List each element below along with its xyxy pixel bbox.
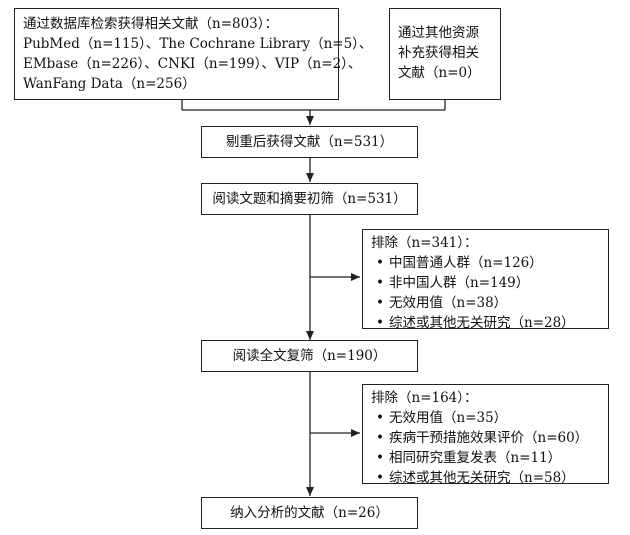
search-line-2: PubMed（n=115）、The Cochrane Library（n=5）、 — [23, 36, 373, 52]
exclusion1-item: •无效用值（n=38） — [371, 293, 600, 313]
exclusion2-item: •综述或其他无关研究（n=58） — [371, 468, 600, 488]
database-search-box: 通过数据库检索获得相关文献（n=803）： PubMed（n=115）、The … — [14, 8, 373, 100]
exclusion1-item: •非中国人群（n=149） — [371, 273, 600, 293]
title-abstract-screening-box: 阅读文题和摘要初筛（n=531） — [201, 183, 418, 215]
other-sources-line-3: 文献（n=0） — [398, 65, 481, 81]
bullet-icon: • — [376, 295, 384, 311]
exclusion2-item: •疾病干预措施效果评价（n=60） — [371, 428, 600, 448]
exclusion1-item: •综述或其他无关研究（n=28） — [371, 313, 600, 333]
bullet-icon: • — [376, 255, 384, 271]
exclusion2-list: •无效用值（n=35） •疾病干预措施效果评价（n=60） •相同研究重复发表（… — [371, 408, 600, 488]
other-sources-line-2: 补充获得相关 — [398, 45, 479, 61]
other-sources-box: 通过其他资源 补充获得相关 文献（n=0） — [389, 8, 501, 100]
exclusion-box-2: 排除（n=164）： •无效用值（n=35） •疾病干预措施效果评价（n=60）… — [362, 384, 609, 486]
dedup-label: 剔重后获得文献（n=531） — [225, 134, 394, 150]
bullet-icon: • — [376, 315, 384, 331]
exclusion-box-1: 排除（n=341）： •中国普通人群（n=126） •非中国人群（n=149） … — [362, 229, 609, 331]
screening-label: 阅读文题和摘要初筛（n=531） — [212, 191, 407, 207]
exclusion1-list: •中国普通人群（n=126） •非中国人群（n=149） •无效用值（n=38）… — [371, 253, 600, 333]
search-line-3: EMbase（n=226）、CNKI（n=199）、VIP（n=2）、 — [23, 56, 362, 72]
included-label: 纳入分析的文献（n=26） — [230, 505, 389, 521]
exclusion1-item: •中国普通人群（n=126） — [371, 253, 600, 273]
other-sources-line-1: 通过其他资源 — [398, 25, 479, 41]
search-line-1: 通过数据库检索获得相关文献（n=803）： — [23, 16, 279, 32]
search-line-4: WanFang Data（n=256） — [23, 76, 196, 92]
bullet-icon: • — [376, 275, 384, 291]
exclusion2-title: 排除（n=164）： — [371, 390, 478, 406]
dedup-box: 剔重后获得文献（n=531） — [201, 126, 418, 158]
fulltext-review-box: 阅读全文复筛（n=190） — [201, 340, 418, 372]
exclusion2-item: •相同研究重复发表（n=11） — [371, 448, 600, 468]
bullet-icon: • — [376, 410, 384, 426]
exclusion1-title: 排除（n=341）： — [371, 235, 478, 251]
exclusion2-item: •无效用值（n=35） — [371, 408, 600, 428]
bullet-icon: • — [376, 470, 384, 486]
bullet-icon: • — [376, 430, 384, 446]
bullet-icon: • — [376, 450, 384, 466]
included-box: 纳入分析的文献（n=26） — [201, 497, 418, 529]
fulltext-label: 阅读全文复筛（n=190） — [232, 348, 387, 364]
